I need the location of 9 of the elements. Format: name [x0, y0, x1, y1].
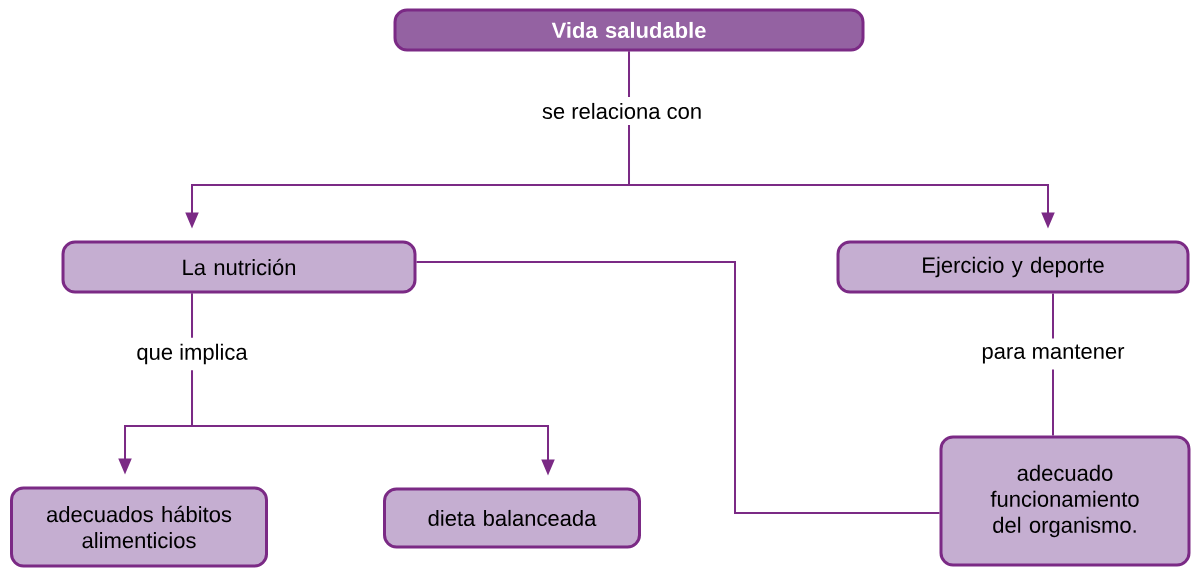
- edge-label: para mantener: [975, 338, 1131, 370]
- concept-box: Vida saludable: [393, 8, 865, 52]
- edge-label: se relaciona con: [535, 96, 709, 126]
- concept-box: Ejercicio y deporte: [836, 240, 1190, 294]
- concept-box: La nutrición: [61, 240, 417, 294]
- concept-box: dieta balanceada: [383, 487, 641, 549]
- concept-box: adecuados hábitos alimenticios: [10, 486, 268, 568]
- concept-box: adecuado funcionamiento del organismo.: [939, 435, 1191, 567]
- edge-label: que implica: [130, 337, 254, 371]
